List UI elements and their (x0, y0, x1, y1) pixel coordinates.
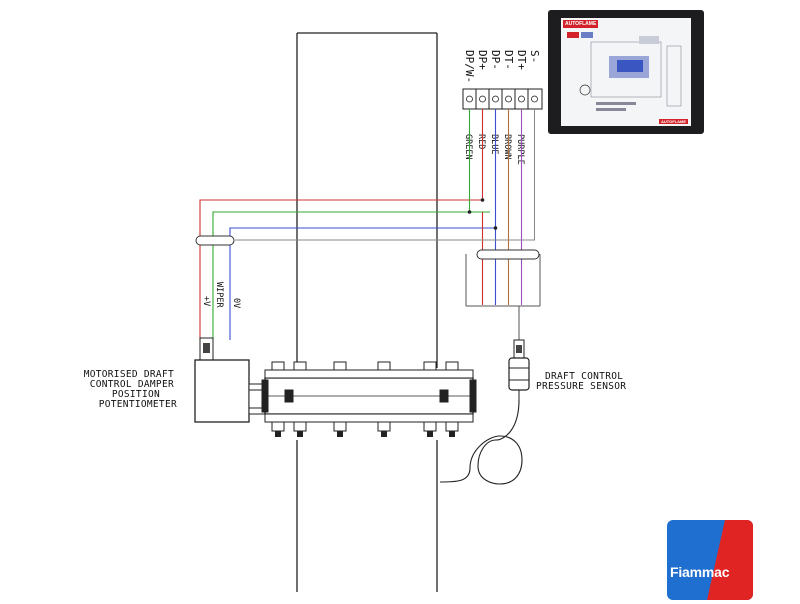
wire-label-red: RED (476, 134, 486, 149)
thumbnail-brand: AUTOFLAME (563, 20, 599, 28)
flue-duct (296, 32, 438, 592)
control-panel-screen: AUTOFLAME AUTOFLAME (561, 18, 691, 126)
logo-text: Fiammac (670, 564, 730, 580)
control-panel-thumbnail: AUTOFLAME AUTOFLAME (548, 10, 704, 134)
wire-label-plus-v: +V (201, 296, 211, 306)
terminal-labels: DP/W- DP+ DP- DT- DT+ S- (463, 50, 541, 83)
logo-shape (667, 520, 753, 600)
terminal-label: DT- (502, 50, 515, 70)
wire-blue (229, 109, 497, 340)
terminal-label: S- (528, 50, 541, 63)
pot-wire-labels: +V WIPER 0V (201, 282, 241, 308)
wire-label-wiper: WIPER (214, 282, 224, 308)
wires (199, 109, 535, 340)
fiammac-logo: Fiammac (667, 520, 753, 600)
wire-color-labels: GREEN RED BLUE BROWN PURPLE (463, 134, 525, 165)
terminal-block (462, 88, 543, 110)
pressure-sensor (439, 339, 530, 485)
pot-label-line: POTENTIOMETER (99, 399, 177, 410)
potentiometer-label: MOTORISED DRAFT CONTROL DAMPER POSITION … (84, 369, 177, 410)
control-panel-mimic (567, 32, 682, 111)
sensor-label-line: PRESSURE SENSOR (536, 381, 626, 392)
terminal-label: DP- (489, 50, 502, 70)
wire-label-blue: BLUE (489, 134, 499, 154)
pot-label-line: MOTORISED DRAFT (84, 369, 174, 380)
wire-label-purple: PURPLE (515, 134, 525, 165)
terminal-label: DP/W- (463, 50, 476, 83)
wire-label-brown: BROWN (502, 134, 512, 160)
sensor-label: DRAFT CONTROL PRESSURE SENSOR (536, 371, 626, 392)
pot-label-line: POSITION (112, 389, 160, 400)
sensor-label-line: DRAFT CONTROL (545, 371, 623, 382)
damper-potentiometer (194, 337, 266, 423)
damper-flange (261, 361, 477, 437)
wire-red (199, 109, 484, 340)
pot-label-line: CONTROL DAMPER (90, 379, 174, 390)
cable-sleeve (195, 235, 540, 260)
wire-label-0v: 0V (231, 298, 241, 308)
terminal-label: DP+ (476, 50, 489, 70)
terminal-label: DT+ (515, 50, 528, 70)
thumbnail-footer-brand: AUTOFLAME (658, 119, 688, 124)
wire-green (212, 109, 471, 340)
wire-label-green: GREEN (463, 134, 473, 160)
